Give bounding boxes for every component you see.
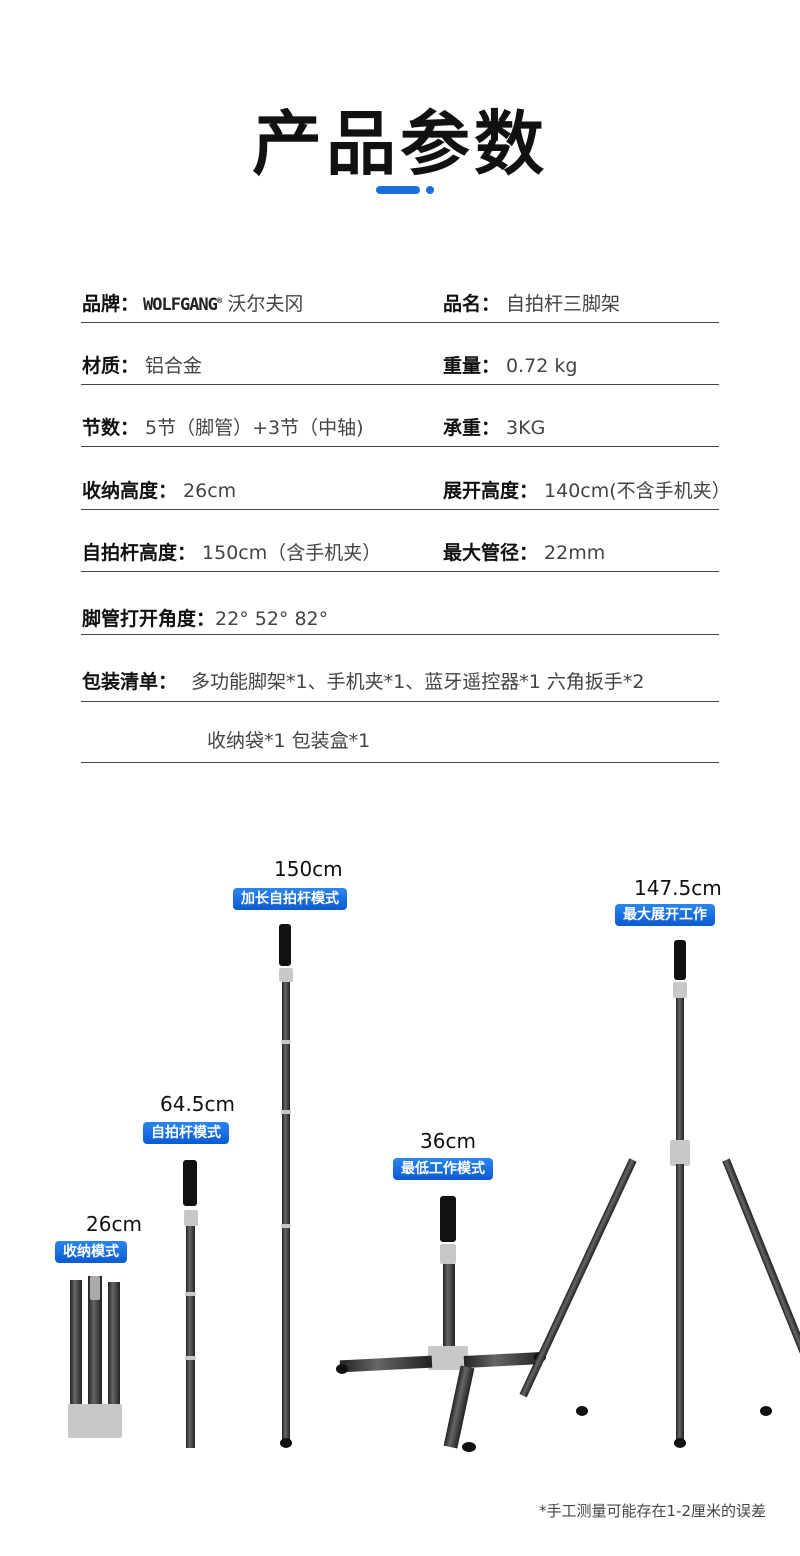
spec-material: 材质：铝合金 [82,351,202,378]
spec-load-value: 3KG [506,417,546,439]
spec-load: 承重：3KG [443,413,545,440]
spec-sections: 节数：5节（脚管）+3节（中轴) [82,413,364,440]
spec-leg-angle: 脚管打开角度：22° 52° 82° [82,604,328,631]
spec-sections-value: 5节（脚管）+3节（中轴) [145,417,364,439]
spec-name: 品名：自拍杆三脚架 [443,289,620,316]
spec-material-label: 材质： [82,355,140,377]
spec-expanded-label: 展开高度： [443,480,539,502]
spec-package-line1: 多功能脚架*1、手机夹*1、蓝牙遥控器*1 六角扳手*2 [191,671,645,693]
spec-package-line2: 收纳袋*1 包装盒*1 [207,730,371,752]
mode-folded-badge: 收纳模式 [55,1241,127,1263]
spec-angle-label: 脚管打开角度： [82,608,216,630]
divider [81,384,719,385]
mode-selfie-badge: 自拍杆模式 [143,1122,229,1144]
title-accent-bar [376,186,420,194]
page-title: 产品参数 [252,102,548,185]
spec-load-label: 承重： [443,417,501,439]
mode-extended-badge: 加长自拍杆模式 [233,888,347,910]
spec-selfie-height: 自拍杆高度：150cm（含手机夹） [82,538,381,565]
wolfgang-logo: WOLFGANG® [143,295,222,315]
spec-selfie-value: 150cm（含手机夹） [202,542,382,564]
mode-selfie-height: 64.5cm [160,1092,236,1116]
spec-expanded-height: 展开高度：140cm(不含手机夹） [443,476,731,503]
mode-lowest-height: 36cm [420,1129,476,1153]
spec-name-value: 自拍杆三脚架 [506,293,621,315]
spec-angle-value: 22° 52° 82° [215,608,329,630]
spec-tube-value: 22mm [544,542,606,564]
spec-sections-label: 节数： [82,417,140,439]
spec-expanded-value: 140cm(不含手机夹） [544,480,731,502]
divider [81,446,719,447]
mode-lowest-badge: 最低工作模式 [393,1158,493,1180]
divider [81,322,719,323]
divider [81,634,719,635]
spec-brand-value: 沃尔夫冈 [227,293,304,315]
mode-max-badge: 最大展开工作 [615,904,715,926]
spec-package: 包装清单： 多功能脚架*1、手机夹*1、蓝牙遥控器*1 六角扳手*2 [82,667,644,694]
spec-brand: 品牌：WOLFGANG®沃尔夫冈 [82,289,303,316]
spec-tube-diameter: 最大管径：22mm [443,538,605,565]
spec-weight-value: 0.72 kg [506,355,578,377]
divider [81,762,719,763]
spec-tube-label: 最大管径： [443,542,539,564]
mode-extended-height: 150cm [274,857,343,881]
spec-brand-label: 品牌： [82,293,140,315]
spec-folded-label: 收纳高度： [82,480,178,502]
divider [81,571,719,572]
spec-weight: 重量：0.72 kg [443,351,577,378]
spec-material-value: 铝合金 [145,355,203,377]
spec-selfie-label: 自拍杆高度： [82,542,197,564]
spec-package-cont: 收纳袋*1 包装盒*1 [207,726,370,753]
mode-folded-height: 26cm [86,1212,142,1236]
spec-name-label: 品名： [443,293,501,315]
divider [81,701,719,702]
divider [81,509,719,510]
spec-weight-label: 重量： [443,355,501,377]
spec-folded-height: 收纳高度：26cm [82,476,236,503]
measurement-footnote: *手工测量可能存在1-2厘米的误差 [538,1502,766,1520]
mode-max-height: 147.5cm [634,876,722,900]
title-accent-dot [426,186,434,194]
spec-package-label: 包装清单： [82,671,178,693]
spec-folded-value: 26cm [183,480,237,502]
